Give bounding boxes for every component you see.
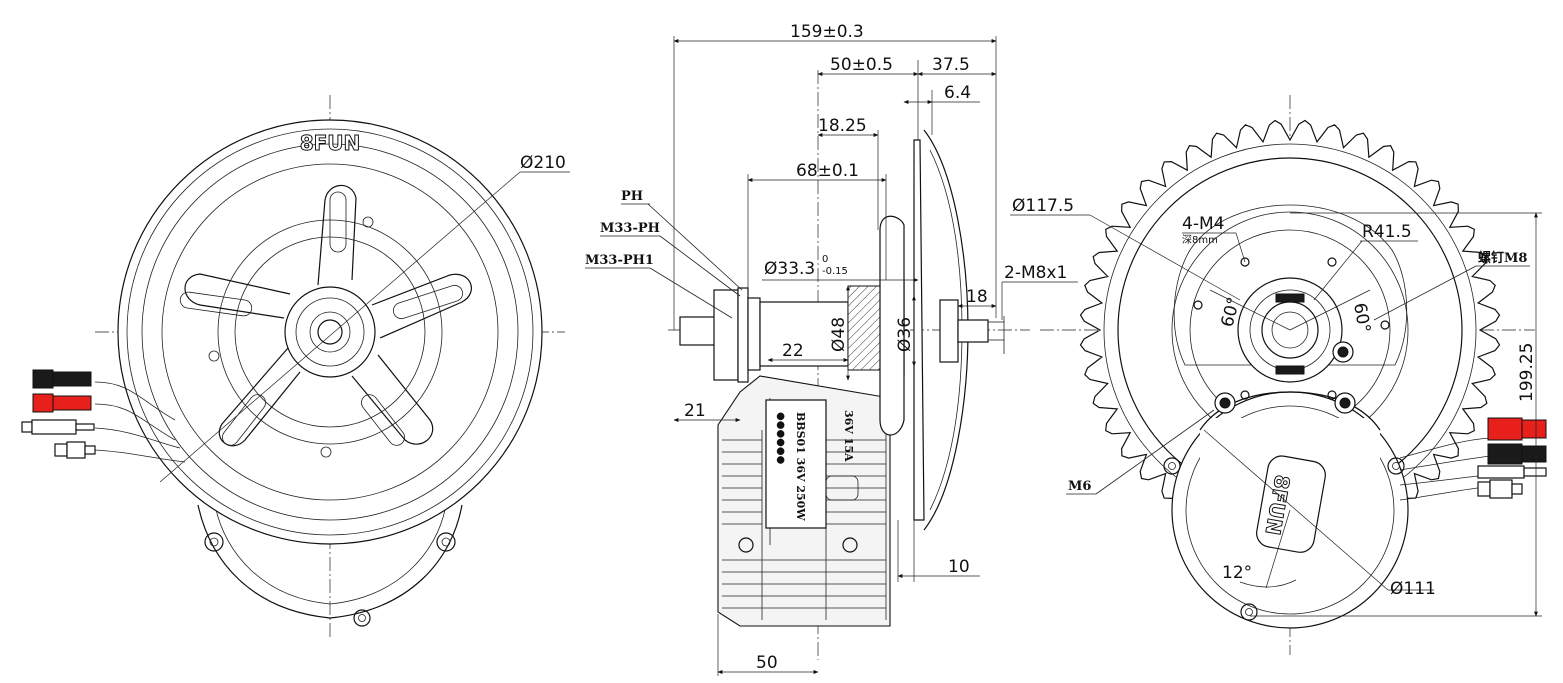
nameplate-line2: 36V 15A (842, 410, 855, 462)
label-ph: PH (621, 189, 643, 204)
dim-overall-width: 159±0.3 (790, 22, 864, 42)
label-m33-ph: M33-PH (600, 221, 660, 236)
dim-21: 21 (684, 401, 706, 421)
dim-d111: Ø111 (1390, 579, 1436, 599)
dim-10: 10 (948, 557, 970, 577)
dim-d117-5: Ø117.5 (1012, 196, 1074, 216)
dim-d48: Ø48 (829, 317, 849, 352)
angle-12: 12° (1222, 563, 1252, 583)
dim-50: 50±0.5 (830, 55, 893, 75)
dim-6-4: 6.4 (944, 83, 971, 103)
dim-d36: Ø36 (895, 317, 915, 352)
dim-18: 18 (966, 287, 988, 307)
dim-22: 22 (782, 341, 804, 361)
motor-nameplate (765, 399, 827, 529)
rear-view: 8FUN Ø117.5 4-M4 深8mm R41.5 螺钉M8 (1010, 95, 1547, 655)
dim-bore-tol-lower: -0.15 (822, 266, 848, 277)
front-diameter-label: Ø210 (520, 153, 566, 173)
dim-thread: 2-M8x1 (1004, 263, 1067, 283)
dim-bore-tol-upper: 0 (822, 254, 828, 265)
label-m6: M6 (1068, 479, 1091, 494)
side-view: BBS01 36V 250W 36V 15A ●●●●●● PH M33-PH … (585, 22, 1078, 676)
dim-r41-5: R41.5 (1362, 222, 1412, 242)
rear-connectors (1399, 417, 1547, 501)
dim-68: 68±0.1 (796, 161, 859, 181)
nameplate-dots: ●●●●●● (775, 412, 786, 465)
dim-37-5: 37.5 (932, 55, 970, 75)
dim-m4-depth: 深8mm (1182, 234, 1218, 246)
nameplate-line1: BBS01 36V 250W (794, 412, 807, 521)
dim-18-25: 18.25 (818, 116, 867, 136)
front-brand-logo: 8FUN (300, 131, 361, 155)
dim-bore: Ø33.3 (764, 259, 815, 279)
front-connectors (21, 369, 186, 463)
label-m33-ph1: M33-PH1 (585, 253, 654, 268)
dim-199-25: 199.25 (1517, 343, 1537, 402)
dim-50-bottom: 50 (756, 653, 778, 673)
label-screw-m8: 螺钉M8 (1478, 250, 1527, 266)
dim-4-m4: 4-M4 (1182, 214, 1224, 234)
front-view: 8FUN Ø210 (21, 95, 570, 640)
